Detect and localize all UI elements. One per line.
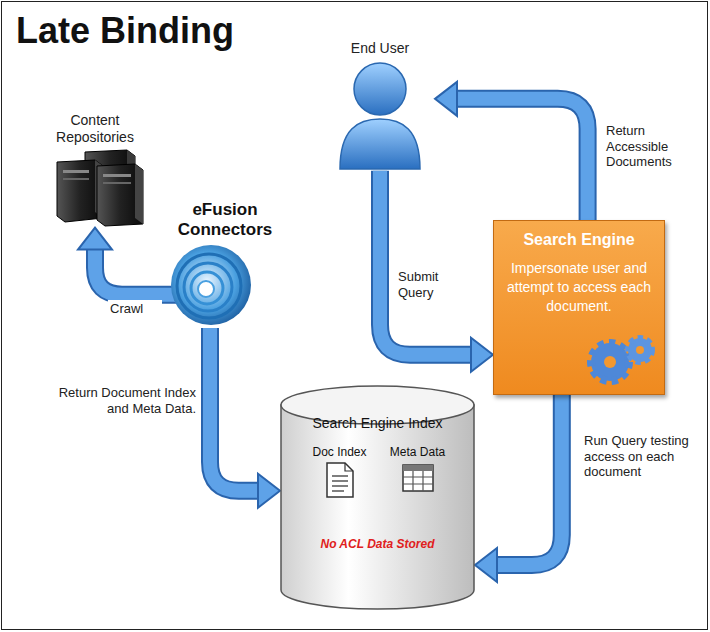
node-label: End User <box>325 40 435 57</box>
user-node: End User <box>325 40 435 171</box>
arrow-outline <box>457 99 588 220</box>
flow-arrow <box>475 395 562 582</box>
user-icon <box>334 59 426 171</box>
flow-arrow <box>78 228 182 295</box>
arrow-outline <box>95 250 182 295</box>
connector-swirl-icon <box>168 242 254 328</box>
arrow-body <box>497 395 562 565</box>
document-icon <box>325 461 355 499</box>
table-icon <box>401 461 435 495</box>
meta-data-node: Meta Data <box>380 445 455 495</box>
process-box: Search EngineImpersonate user and attemp… <box>493 220 665 395</box>
arrow-head <box>471 338 493 372</box>
flow-arrow <box>380 171 493 372</box>
node-body-text: Impersonate user and attempt to access e… <box>504 259 654 316</box>
doc-index-node: Doc Index <box>302 445 377 499</box>
arrow-body <box>457 99 588 220</box>
node-label: Meta Data <box>380 445 455 459</box>
node-label: Doc Index <box>302 445 377 459</box>
edge-label: Return Accessible Documents <box>604 122 700 171</box>
node-label: eFusion Connectors <box>150 200 300 240</box>
arrow-head <box>475 548 497 582</box>
node-label: Search Engine <box>504 231 654 249</box>
arrow-body <box>210 328 258 491</box>
arrow-body <box>380 171 471 355</box>
server-icon <box>35 148 155 228</box>
flow-arrow <box>435 82 588 220</box>
edge-label: Submit Query <box>396 268 462 301</box>
node-label: Content Repositories <box>45 112 145 146</box>
diagram-title: Late Binding <box>16 10 234 52</box>
arrow-body <box>95 250 182 295</box>
gears-icon <box>584 328 658 390</box>
edge-label: Crawl <box>108 300 162 318</box>
node-label: Search Engine Index <box>280 385 475 431</box>
arrow-head <box>435 82 457 116</box>
node-body-text: No ACL Data Stored <box>280 537 475 551</box>
arrow-outline <box>380 171 471 355</box>
repository-node: Content Repositories <box>45 112 145 228</box>
arrow-outline <box>210 328 258 491</box>
edge-label: Run Query testing access on each documen… <box>582 432 694 481</box>
flow-arrow <box>210 328 280 508</box>
arrow-outline <box>497 395 562 565</box>
arrow-head <box>78 228 112 250</box>
connector-node: eFusion Connectors <box>150 200 300 328</box>
edge-label: Return Document Index and Meta Data. <box>36 384 198 417</box>
database-node: Search Engine Index No ACL Data Stored Doc… <box>280 385 475 610</box>
arrow-head <box>258 474 280 508</box>
